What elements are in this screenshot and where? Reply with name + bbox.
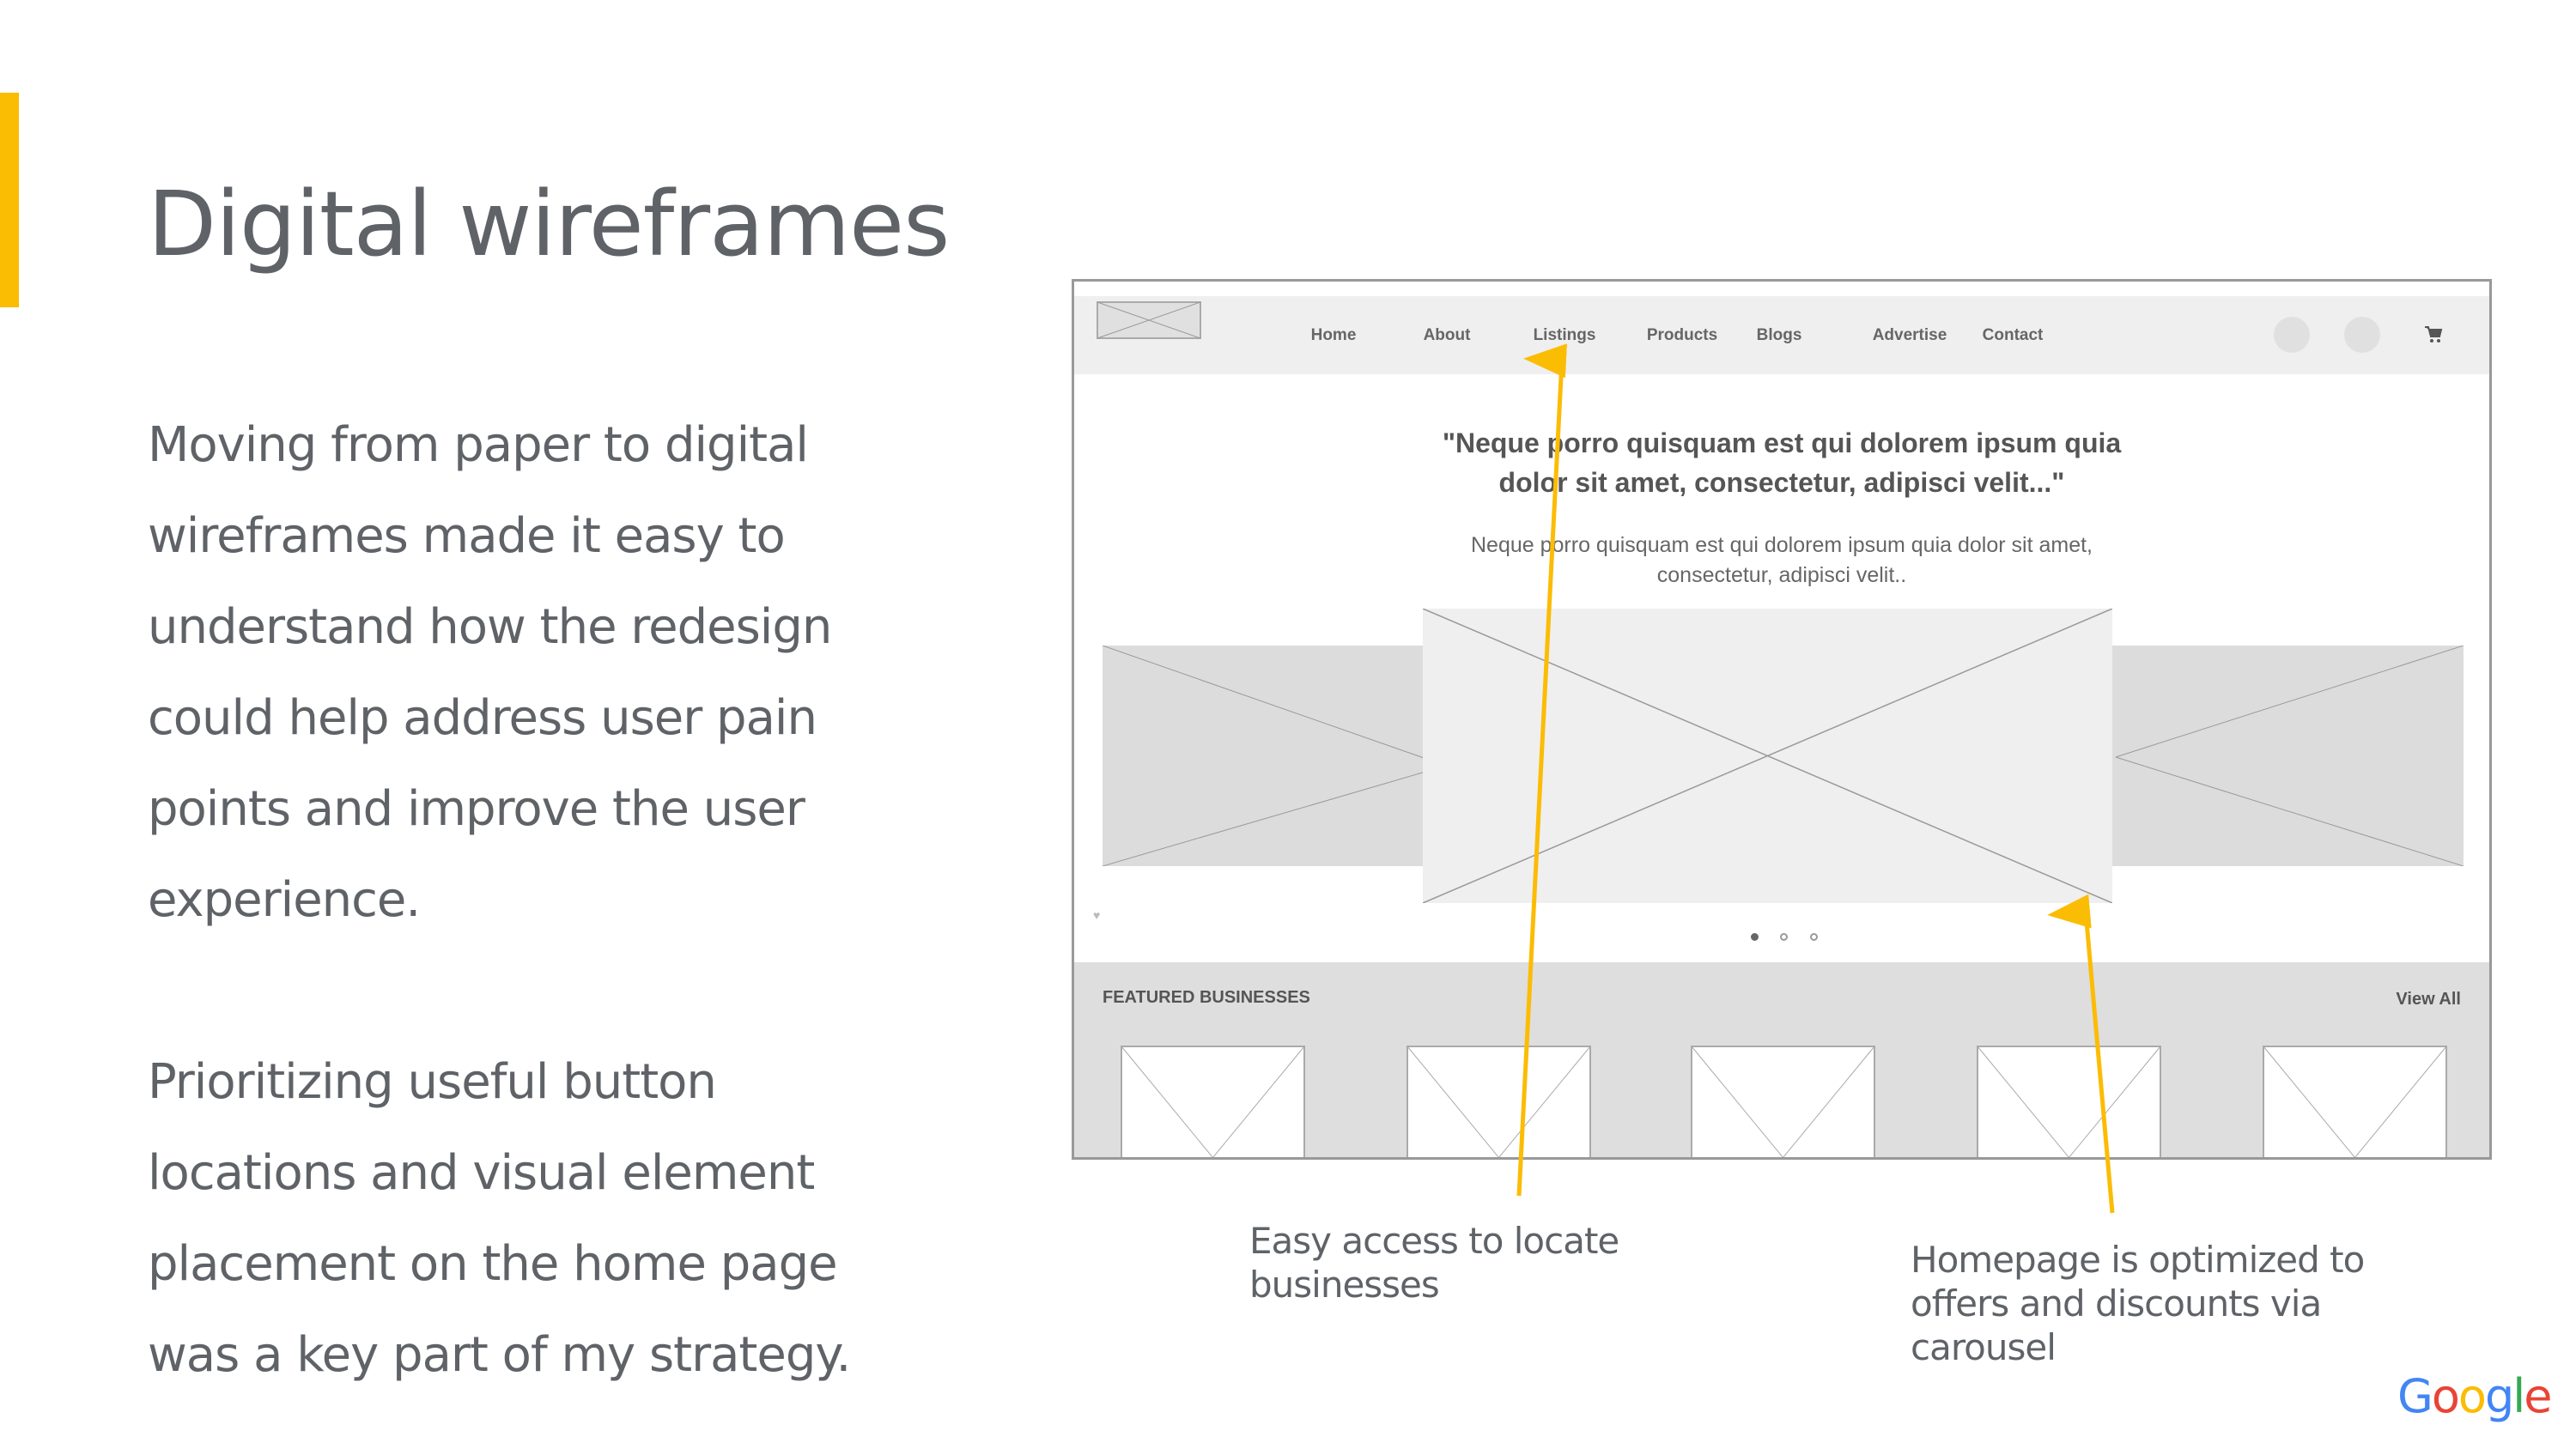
cart-icon[interactable] xyxy=(2424,325,2443,344)
nav-about[interactable]: About xyxy=(1423,326,1471,344)
arrow-to-listings xyxy=(1516,343,1568,1197)
nav-blogs[interactable]: Blogs xyxy=(1756,326,1802,344)
business-card-4[interactable] xyxy=(1977,1046,2161,1160)
carousel-dot-3[interactable] xyxy=(1810,933,1818,941)
search-icon[interactable] xyxy=(2344,317,2380,353)
nav-products[interactable]: Products xyxy=(1646,326,1718,344)
nav-advertise[interactable]: Advertise xyxy=(1872,326,1947,344)
nav-contact[interactable]: Contact xyxy=(1982,326,2044,344)
hero-subtext-text: Neque porro quisquam est qui dolorem ips… xyxy=(1471,533,2093,587)
heart-icon: ♥ xyxy=(1093,908,1101,922)
wireframe-mockup: Home About Listings Products Blogs Adver… xyxy=(1072,279,2492,1160)
business-card-2[interactable] xyxy=(1406,1046,1591,1160)
paragraph-1: Moving from paper to digital wireframes … xyxy=(148,417,832,928)
google-logo: Google xyxy=(2397,1369,2552,1423)
caption-right: Homepage is optimized to offers and disc… xyxy=(1911,1239,2365,1368)
business-card-3[interactable] xyxy=(1691,1046,1875,1160)
hero-subtext: Neque porro quisquam est qui dolorem ips… xyxy=(1074,530,2489,591)
account-icon[interactable] xyxy=(2274,317,2310,353)
nav-listings[interactable]: Listings xyxy=(1533,326,1596,344)
business-card-5[interactable] xyxy=(2263,1046,2447,1160)
arrow-to-carousel xyxy=(2047,894,2115,1214)
business-card-1[interactable] xyxy=(1121,1046,1305,1160)
logo-placeholder-icon xyxy=(1097,301,1201,339)
caption-left: Easy access to locate businesses xyxy=(1249,1220,1619,1306)
carousel-dot-2[interactable] xyxy=(1780,933,1788,941)
paragraph-2: Prioritizing useful button locations and… xyxy=(148,1054,851,1383)
slide-title: Digital wireframes xyxy=(148,172,950,276)
featured-businesses-section: FEATURED BUSINESSES View All xyxy=(1074,962,2489,1160)
featured-title: FEATURED BUSINESSES xyxy=(1103,988,1310,1007)
carousel-dot-1[interactable] xyxy=(1751,933,1759,941)
view-all-link[interactable]: View All xyxy=(2396,990,2461,1009)
wireframe-navbar: Home About Listings Products Blogs Adver… xyxy=(1074,296,2489,374)
accent-bar xyxy=(0,93,19,307)
nav-home[interactable]: Home xyxy=(1310,326,1357,344)
